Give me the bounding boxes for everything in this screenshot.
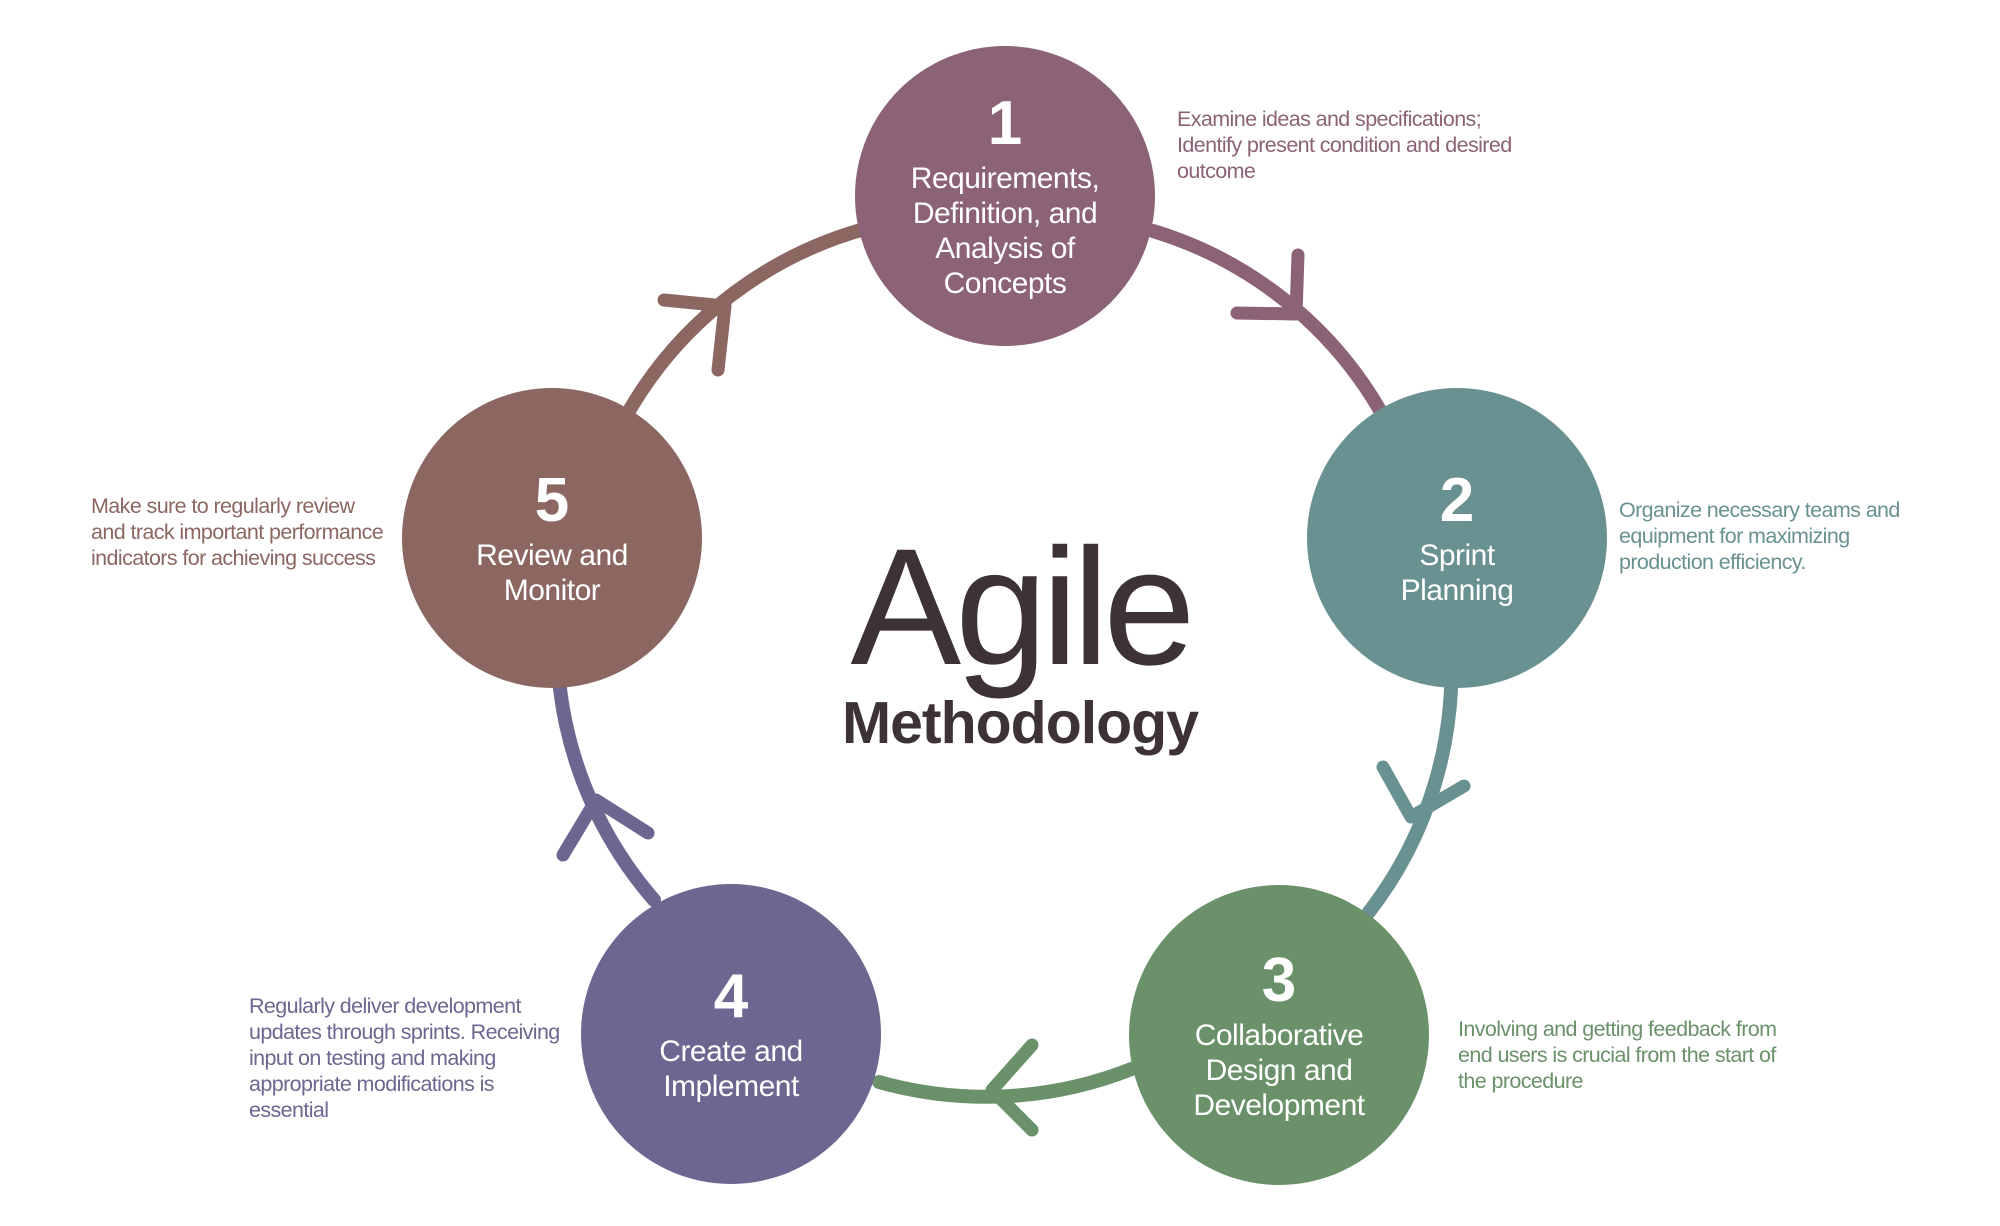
step-1-number: 1 (987, 89, 1023, 158)
arrow-4-to-5 (556, 793, 655, 862)
arrow-3-to-4 (985, 1038, 1039, 1137)
step-5-circle: 5 Review and Monitor (402, 388, 702, 688)
arc-5-to-1 (622, 221, 875, 418)
arc-1-to-2 (1146, 224, 1388, 419)
arc-4-to-5 (553, 682, 661, 907)
diagram-title: Agile (850, 515, 1195, 700)
step-1-circle: 1 Requirements, Definition, and Analysis… (855, 46, 1155, 346)
arrow-1-to-2 (1230, 248, 1305, 321)
step-3-description: Involving and getting feedback from end … (1458, 1017, 1777, 1093)
step-5-number: 5 (534, 466, 570, 535)
step-1-label: Requirements, Definition, and Analysis o… (910, 162, 1100, 300)
arc-3-to-4 (872, 1061, 1141, 1104)
step-3-circle: 3 Collaborative Design and Development (1129, 885, 1429, 1185)
step-4-label: Create and Implement (659, 1035, 803, 1103)
step-2-description: Organize necessary teams and equipment f… (1619, 498, 1900, 574)
step-3-label: Collaborative Design and Development (1193, 1018, 1365, 1122)
step-2-label: Sprint Planning (1400, 539, 1514, 607)
step-4-description: Regularly deliver development updates th… (249, 994, 560, 1122)
step-2-circle: 2 Sprint Planning (1307, 388, 1607, 688)
arrow-2-to-3 (1376, 760, 1471, 824)
step-5-label: Review and Monitor (476, 539, 628, 607)
step-2-number: 2 (1439, 466, 1475, 535)
diagram-subtitle: Methodology (841, 690, 1199, 756)
step-3-number: 3 (1261, 945, 1297, 1015)
step-1-description: Examine ideas and specifications; Identi… (1177, 107, 1512, 183)
step-4-circle: 4 Create and Implement (581, 884, 881, 1184)
arrow-5-to-1 (657, 293, 732, 377)
step-4-number: 4 (713, 962, 749, 1031)
step-5-description: Make sure to regularly review and track … (91, 494, 384, 570)
